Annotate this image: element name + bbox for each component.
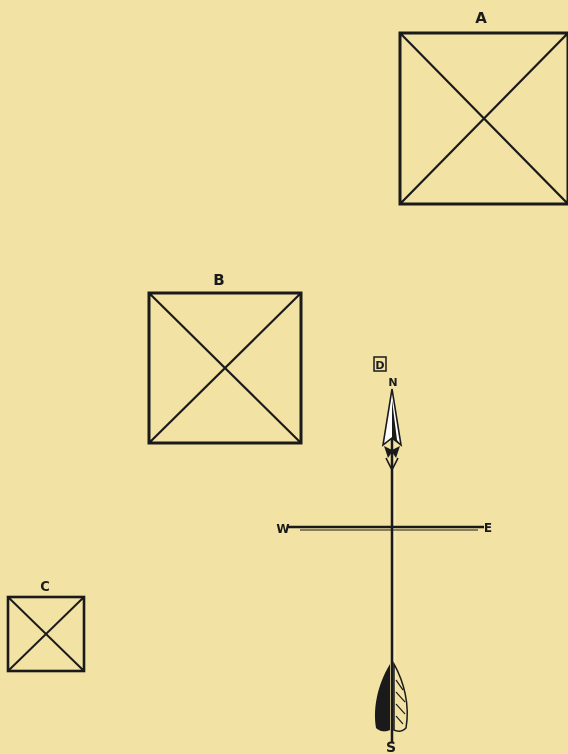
compass-east-label: E xyxy=(484,521,492,535)
square-b-label: B xyxy=(213,271,224,289)
marker-d: D xyxy=(374,357,386,372)
square-c-label: C xyxy=(40,580,50,595)
square-b: B xyxy=(149,271,301,443)
compass-rose: N S E W xyxy=(276,376,492,754)
compass-south-label: S xyxy=(386,740,396,754)
compass-west-label: W xyxy=(276,522,289,536)
marker-d-label: D xyxy=(375,359,384,372)
square-a-label: A xyxy=(475,9,487,27)
compass-north-label: N xyxy=(388,376,397,389)
square-a: A xyxy=(400,9,568,204)
square-c: C xyxy=(8,580,84,671)
